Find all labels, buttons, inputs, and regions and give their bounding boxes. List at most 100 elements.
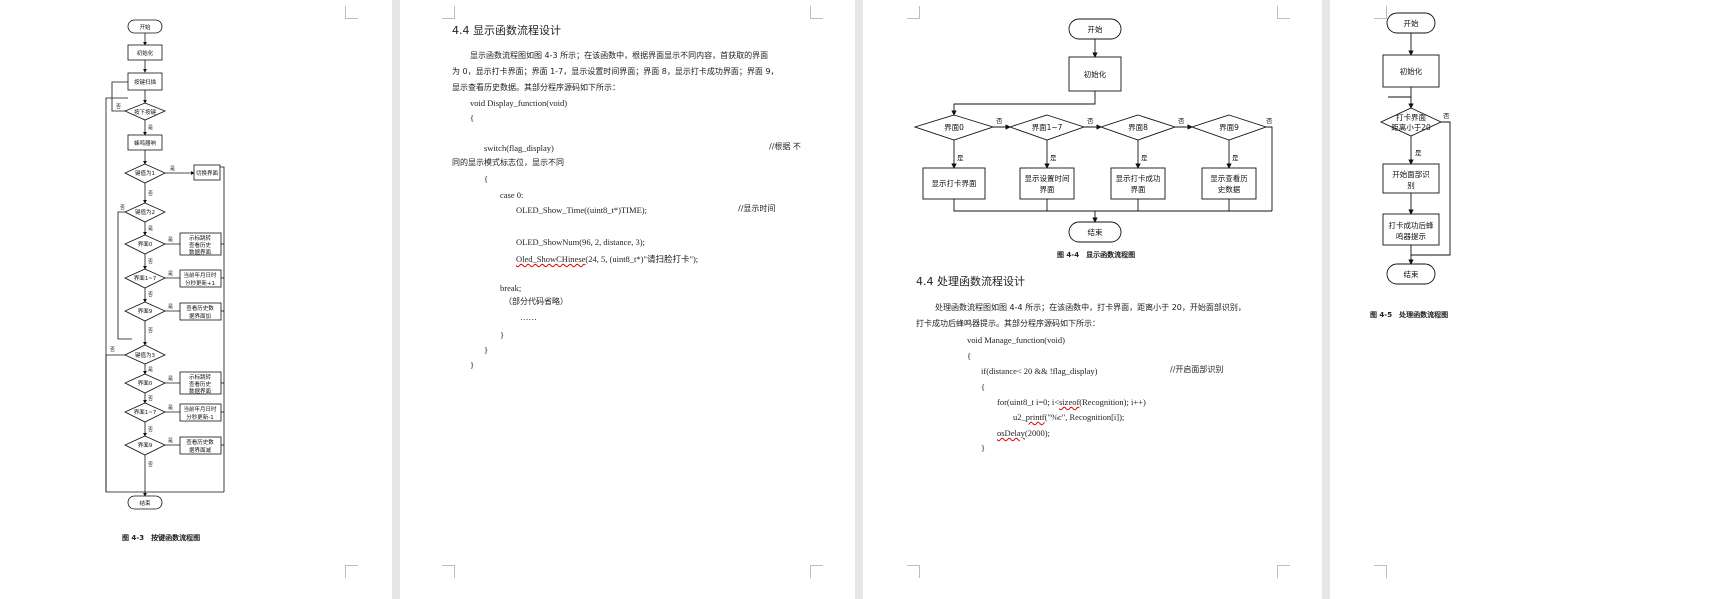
- flow-branch-label: 是: [1232, 154, 1239, 162]
- figure-caption: 图 4-3 按键函数流程图: [122, 534, 201, 542]
- flow-label: 开始: [1088, 24, 1104, 34]
- paragraph-line: 显示函数流程图如图 4-3 所示；在该函数中，根据界面显示不同内容，首获取的界面: [470, 51, 769, 60]
- flow-branch-label: 否: [148, 396, 153, 402]
- figure-caption: 图 4-4 显示函数流程图: [1057, 251, 1136, 259]
- margin-mark: [810, 565, 823, 578]
- flow-process: [179, 371, 222, 395]
- flow-branch-label: 否: [1266, 117, 1273, 125]
- code-line: {: [967, 351, 972, 361]
- flow-label: 距离小于20: [1391, 122, 1431, 132]
- flow-label: 切换界面: [196, 169, 219, 177]
- flow-decision: [1190, 114, 1268, 141]
- paragraph-line: 显示查看历史数据。其部分程序源码如下所示：: [452, 83, 620, 92]
- flow-branch-label: 是: [168, 237, 173, 243]
- flow-label: 按下按键: [134, 108, 157, 116]
- flow-branch-label: 是: [170, 166, 175, 172]
- flow-branch-label: 是: [1141, 154, 1148, 162]
- flow-branch-label: 否: [148, 462, 153, 468]
- flow-decision: [124, 202, 166, 223]
- code-line: }: [484, 345, 489, 355]
- flow-label: 当前年月日时: [183, 405, 217, 413]
- code-token: osDelay: [997, 428, 1025, 438]
- flow-process: [1382, 163, 1440, 194]
- code-line: }: [470, 360, 475, 370]
- flow-decision: [1099, 114, 1177, 141]
- flow-decision: [124, 402, 166, 423]
- flow-label: 初始化: [137, 49, 154, 57]
- code-token: sizeof: [1059, 397, 1080, 407]
- paragraph-line: 为 0，显示打卡界面；界面 1-7，显示设置时间界面；界面 8，显示打卡成功界面…: [452, 67, 779, 76]
- margin-mark: [1374, 6, 1387, 19]
- code-line: ……: [520, 312, 537, 322]
- code-line: OLED_ShowNum(96, 2, distance, 3);: [516, 237, 645, 247]
- flow-label: 界面0: [138, 380, 153, 387]
- code-line: if(distance< 20 && !flag_display): [981, 366, 1098, 376]
- flow-label: 界面0: [944, 123, 964, 132]
- flow-label: 查看历史数: [186, 438, 214, 446]
- flow-branch-label: 是: [1050, 154, 1057, 162]
- flow-decision: [124, 373, 166, 394]
- margin-mark: [1374, 565, 1387, 578]
- flow-label: 鸣器提示: [1396, 231, 1426, 241]
- display-function-flowchart: 开始 初始化 界面0 界面1~7 界面8 界面9 显示打卡界面 显示设置时间 界…: [913, 18, 1273, 243]
- margin-mark: [907, 6, 920, 19]
- flow-branch-label: 是: [168, 405, 173, 411]
- margin-mark: [345, 6, 358, 19]
- paragraph-line: 处理函数流程图如图 4-4 所示；在该函数中，打卡界面，距离小于 20，开始面部…: [935, 303, 1246, 312]
- flow-label: 打卡界面: [1396, 112, 1426, 122]
- code-line: }: [500, 330, 505, 340]
- flow-label: 开始: [139, 23, 151, 31]
- flow-label: 别: [1407, 181, 1415, 190]
- document-page-4: 开始 初始化 打卡界面 距离小于20 开始面部识 别 打卡成功后蜂 鸣器提示 结…: [1330, 0, 1730, 599]
- flow-terminal: [127, 19, 163, 34]
- flow-label: 数据界面: [189, 387, 212, 395]
- flow-branch-label: 否: [148, 328, 153, 334]
- code-comment: //根据 不: [769, 142, 801, 151]
- flow-branch-label: 否: [996, 117, 1003, 125]
- flow-label: 键值为3: [135, 351, 156, 359]
- paragraph-line: 打卡成功后蜂鸣器提示。其部分程序源码如下所示：: [916, 319, 1100, 328]
- flow-label: 界面9: [138, 442, 153, 449]
- code-token: (2000);: [1024, 428, 1050, 438]
- code-line: case 0:: [500, 190, 524, 200]
- margin-mark: [810, 6, 823, 19]
- flow-label: 查看历史数: [186, 304, 214, 312]
- flow-label: 蜂鸣器响: [134, 139, 157, 147]
- code-token: u2_: [1013, 412, 1026, 422]
- code-line: for(uint8_t i=0; i<sizeof(Recognition); …: [997, 397, 1146, 407]
- flow-label: 据界面加: [189, 312, 211, 320]
- flow-process: [179, 302, 222, 321]
- flow-label: 史数据: [1218, 184, 1241, 194]
- document-page-2: 4.4 显示函数流程设计 显示函数流程图如图 4-3 所示；在该函数中，根据界面…: [400, 0, 855, 599]
- flow-process: [127, 134, 163, 151]
- flow-branch-label: 否: [148, 259, 153, 265]
- flow-label: 界面1~7: [134, 409, 157, 416]
- flow-branch-label: 是: [1415, 149, 1422, 157]
- code-comment: //显示时间: [738, 204, 776, 213]
- flow-process: [1382, 213, 1440, 246]
- code-token: (24, 5, (uint8_t*)"请扫脸打卡");: [585, 254, 699, 264]
- flow-decision: [124, 301, 166, 322]
- flow-label: 界面: [1040, 185, 1056, 194]
- flow-process: [1382, 54, 1440, 88]
- flow-branch-label: 是: [148, 125, 153, 131]
- flow-process: [193, 164, 221, 181]
- flow-label: 示标跳转: [189, 373, 212, 381]
- flow-label: 结束: [1088, 227, 1104, 237]
- flow-label: 界面1~7: [1032, 123, 1063, 132]
- flow-label: 打卡成功后蜂: [1389, 220, 1434, 230]
- margin-mark: [442, 6, 455, 19]
- flow-label: 分秒更新+1: [185, 279, 215, 287]
- code-line: OLED_Show_Time((uint8_t*)TIME);: [516, 205, 647, 215]
- flow-branch-label: 是: [168, 438, 173, 444]
- flow-label: 界面8: [1128, 123, 1148, 132]
- flow-process: [179, 232, 222, 256]
- flow-label: 当前年月日时: [183, 271, 217, 279]
- flow-branch-label: 否: [116, 104, 121, 110]
- document-page-1: 开始 初始化 按键扫描 按下按键 蜂鸣器响 键值为1 切换界面 键值为2 界面0…: [0, 0, 392, 599]
- flow-label: 键值为2: [135, 208, 155, 216]
- code-line: }: [981, 443, 986, 453]
- flow-label: 结束: [139, 499, 151, 507]
- key-function-flowchart: 开始 初始化 按键扫描 按下按键 蜂鸣器响 键值为1 切换界面 键值为2 界面0…: [105, 19, 225, 510]
- flow-label: 按键扫描: [134, 78, 157, 86]
